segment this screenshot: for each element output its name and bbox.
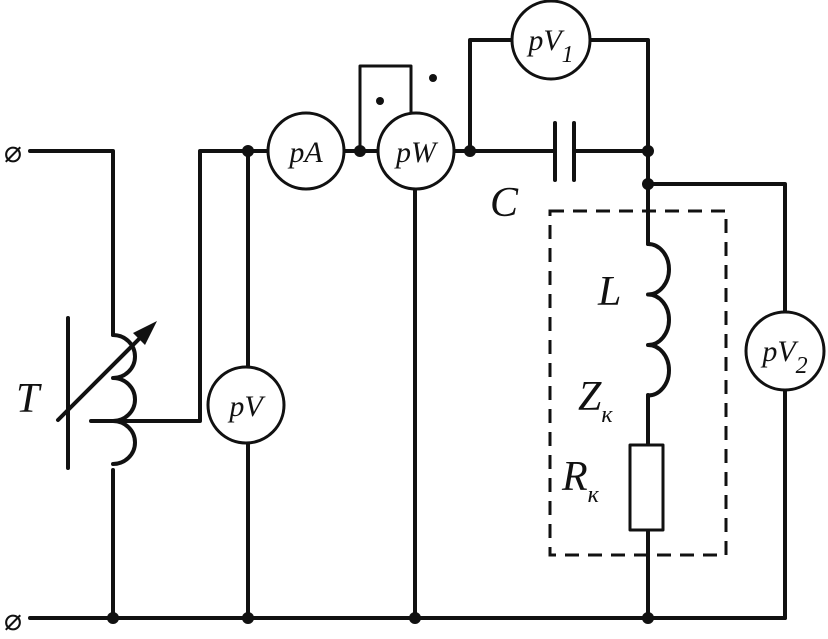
voltmeter2-label: pV2 [760, 335, 807, 379]
label-R: Rк [561, 454, 600, 508]
input-terminal-bottom: ⌀ [4, 603, 22, 638]
voltmeter-label: pV [227, 390, 266, 423]
junctions [107, 145, 654, 624]
label-T: T [16, 376, 42, 422]
ammeter-label: pA [287, 136, 323, 169]
label-Z: Zк [578, 374, 613, 428]
terminal-top-symbol: ⌀ [4, 135, 22, 170]
label-L: L [597, 269, 621, 315]
junction-dot [242, 612, 254, 624]
junction-dot [242, 145, 254, 157]
label-C: C [490, 180, 519, 226]
junction-dot [642, 178, 654, 190]
voltmeter-pV: pV [206, 365, 286, 445]
wattmeter-label: pW [394, 136, 439, 169]
ammeter-pA: pA [266, 111, 346, 191]
junction-dot [354, 145, 366, 157]
polarity-dot-voltage [429, 74, 437, 82]
capacitor-C [553, 121, 576, 182]
autotransformer-T [56, 316, 157, 470]
resistor-R [628, 443, 665, 532]
coil-dashed-box [548, 209, 728, 557]
wires [28, 38, 787, 620]
polarity-dot-current [376, 97, 384, 105]
inductor-L [646, 242, 671, 398]
voltmeter-pV1: pV1 [510, 0, 592, 81]
junction-dot [642, 145, 654, 157]
junction-dot [642, 612, 654, 624]
wattmeter-pW: pW [376, 111, 456, 191]
input-terminal-top: ⌀ [4, 135, 22, 170]
voltmeter1-label: pV1 [526, 24, 573, 68]
junction-dot [409, 612, 421, 624]
junction-dot [107, 612, 119, 624]
voltmeter-pV2: pV2 [744, 310, 826, 392]
terminal-bottom-symbol: ⌀ [4, 603, 22, 638]
junction-dot [464, 145, 476, 157]
wattmeter-coil-bracket [358, 64, 413, 151]
